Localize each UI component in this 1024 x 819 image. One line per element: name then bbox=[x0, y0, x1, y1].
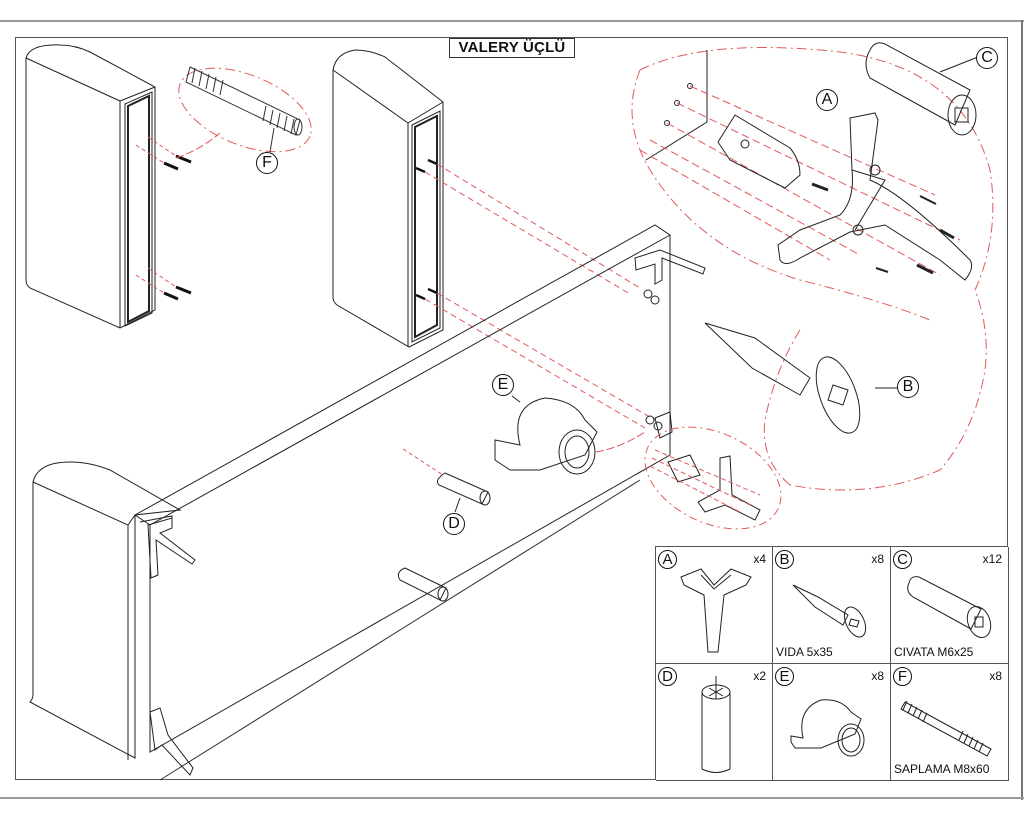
y-leg-icon bbox=[680, 568, 752, 653]
page-rule-right bbox=[1021, 20, 1023, 800]
bolt-icon bbox=[907, 576, 992, 638]
part-cell-f: F x8 SAPLAMA M8x60 bbox=[891, 664, 1009, 781]
callout-f: F bbox=[256, 152, 278, 174]
part-quantity: x4 bbox=[753, 552, 766, 566]
left-armrest-exploded bbox=[25, 44, 156, 329]
bolt-c-detail bbox=[865, 42, 979, 136]
guide-lines-right-armrest bbox=[424, 163, 656, 429]
page-rule-bottom bbox=[0, 797, 1024, 799]
part-cell-c: C x12 CIVATA M6x25 bbox=[891, 547, 1009, 664]
part-letter: E bbox=[775, 667, 794, 686]
center-leg-icon bbox=[701, 676, 731, 773]
drawing-frame bbox=[15, 37, 1008, 780]
threaded-stud-illustration bbox=[185, 66, 303, 136]
leg-mounting-bracket bbox=[717, 114, 801, 189]
part-caption: CIVATA M6x25 bbox=[894, 645, 974, 659]
threaded-stud-icon bbox=[900, 700, 992, 757]
leg-assembly-detail-bubble bbox=[631, 47, 994, 491]
stud-bolts-right-armrest bbox=[415, 158, 438, 301]
sofa-frame-base bbox=[134, 224, 671, 781]
page-rule-top bbox=[0, 20, 1024, 22]
part-caption: VIDA 5x35 bbox=[776, 645, 833, 659]
connector-bracket-icon bbox=[790, 699, 865, 757]
right-armrest-exploded bbox=[332, 49, 444, 348]
center-leg-d-exploded bbox=[402, 448, 491, 513]
part-letter: F bbox=[893, 667, 912, 686]
connector-brackets-left-armrest bbox=[147, 517, 196, 776]
guide-lines-left-armrest bbox=[135, 136, 177, 294]
document-title: VALERY ÜÇLÜ bbox=[449, 38, 575, 58]
stud-detail-bubble bbox=[175, 66, 312, 159]
connector-e-detail bbox=[494, 395, 646, 475]
callout-e: E bbox=[492, 374, 514, 396]
connector-brackets-frame bbox=[634, 249, 706, 439]
part-quantity: x8 bbox=[871, 669, 884, 683]
part-letter: A bbox=[658, 550, 677, 569]
callout-a: A bbox=[816, 89, 838, 111]
part-letter: B bbox=[775, 550, 794, 569]
y-leg-a-detail bbox=[777, 112, 973, 281]
part-cell-a: A x4 bbox=[656, 547, 773, 664]
part-quantity: x8 bbox=[989, 669, 1002, 683]
callout-d: D bbox=[443, 513, 465, 535]
parts-list-table: A x4 B x8 VIDA 5x35 C x12 bbox=[655, 546, 1009, 781]
bolts-a-detail bbox=[811, 182, 955, 275]
screw-b-detail bbox=[704, 322, 898, 434]
part-quantity: x12 bbox=[982, 552, 1002, 566]
center-leg-d-installed bbox=[397, 567, 449, 602]
part-quantity: x2 bbox=[753, 669, 766, 683]
part-cell-d: D x2 bbox=[656, 664, 773, 781]
leg-assembly-small-bubble bbox=[644, 426, 782, 530]
stud-bolts-left-armrest bbox=[163, 154, 192, 301]
left-armrest-attached bbox=[29, 461, 182, 760]
part-cell-b: B x8 VIDA 5x35 bbox=[773, 547, 891, 664]
part-caption: SAPLAMA M8x60 bbox=[894, 762, 990, 776]
callout-c: C bbox=[976, 47, 998, 69]
wood-screw-icon bbox=[792, 584, 867, 638]
callout-b: B bbox=[897, 376, 919, 398]
part-letter: C bbox=[893, 550, 912, 569]
part-cell-e: E x8 bbox=[773, 664, 891, 781]
part-letter: D bbox=[658, 667, 677, 686]
part-quantity: x8 bbox=[871, 552, 884, 566]
